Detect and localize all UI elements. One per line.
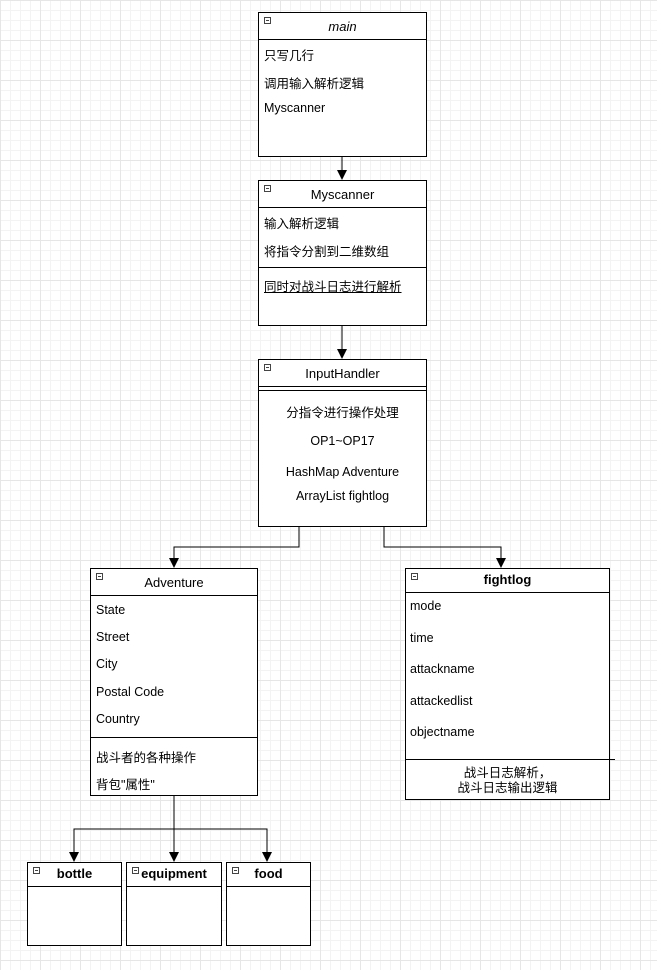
collapse-icon[interactable] xyxy=(264,185,271,192)
attribute-item: City xyxy=(96,657,118,671)
class-box-food[interactable]: food xyxy=(226,862,311,946)
collapse-icon[interactable] xyxy=(411,573,418,580)
header-divider xyxy=(91,595,257,596)
method-item: 战斗日志输出逻辑 xyxy=(457,781,558,795)
method-item: 同时对战斗日志进行解析 xyxy=(264,280,402,294)
header-divider xyxy=(127,886,221,887)
class-title-inputhandler: InputHandler xyxy=(305,366,380,381)
class-title-food: food xyxy=(254,866,283,881)
attribute-item: 只写几行 xyxy=(264,49,315,63)
method-item: 背包"属性" xyxy=(96,778,155,792)
attribute-item: 分指令进行操作处理 xyxy=(286,406,399,420)
section-divider xyxy=(259,267,426,268)
attribute-item: time xyxy=(410,631,434,645)
class-box-adventure[interactable]: Adventure State Street City Postal Code … xyxy=(90,568,258,796)
class-title-bottle: bottle xyxy=(56,866,93,881)
class-box-myscanner[interactable]: Myscanner 输入解析逻辑 将指令分割到二维数组 同时对战斗日志进行解析 xyxy=(258,180,427,326)
edge-inputhandler-to-fightlog xyxy=(383,526,506,568)
attribute-item: 输入解析逻辑 xyxy=(264,217,340,231)
header-divider xyxy=(406,592,609,593)
section-divider xyxy=(406,759,615,760)
collapse-icon[interactable] xyxy=(96,573,103,580)
class-title-equipment: equipment xyxy=(141,866,207,881)
header-divider xyxy=(259,386,426,387)
collapse-icon[interactable] xyxy=(232,867,239,874)
edge-adventure-to-food xyxy=(174,828,272,862)
class-title-main: main xyxy=(328,19,357,34)
attribute-item: 将指令分割到二维数组 xyxy=(264,245,390,259)
attribute-item: HashMap Adventure xyxy=(285,465,400,479)
header-divider xyxy=(259,207,426,208)
collapse-icon[interactable] xyxy=(264,364,271,371)
edge-adventure-to-bottle xyxy=(69,795,175,862)
collapse-icon[interactable] xyxy=(33,867,40,874)
header-divider xyxy=(259,39,426,40)
collapse-icon[interactable] xyxy=(264,17,271,24)
attribute-item: OP1~OP17 xyxy=(310,434,375,448)
attribute-item: ArrayList fightlog xyxy=(295,489,390,503)
class-box-inputhandler[interactable]: InputHandler 分指令进行操作处理 OP1~OP17 HashMap … xyxy=(258,359,427,527)
attribute-item: State xyxy=(96,603,126,617)
attribute-item: Street xyxy=(96,630,130,644)
header-divider-double xyxy=(259,390,426,391)
class-title-myscanner: Myscanner xyxy=(310,187,375,202)
edge-inputhandler-to-adventure xyxy=(169,526,300,568)
method-item: 战斗日志解析， xyxy=(463,766,552,780)
section-divider xyxy=(91,737,257,738)
class-box-main[interactable]: main 只写几行 调用输入解析逻辑 Myscanner xyxy=(258,12,427,157)
attribute-item: Myscanner xyxy=(264,101,326,115)
class-box-bottle[interactable]: bottle xyxy=(27,862,122,946)
class-box-equipment[interactable]: equipment xyxy=(126,862,222,946)
attribute-item: attackname xyxy=(410,662,475,676)
header-divider xyxy=(227,886,310,887)
attribute-item: Country xyxy=(96,712,140,726)
collapse-icon[interactable] xyxy=(132,867,139,874)
method-item: 战斗者的各种操作 xyxy=(96,751,197,765)
header-divider xyxy=(28,886,121,887)
attribute-item: mode xyxy=(410,599,442,613)
class-title-adventure: Adventure xyxy=(144,575,204,590)
attribute-item: Postal Code xyxy=(96,685,165,699)
attribute-item: 调用输入解析逻辑 xyxy=(264,77,365,91)
attribute-item: objectname xyxy=(410,725,475,739)
class-title-fightlog: fightlog xyxy=(483,572,532,587)
class-box-fightlog[interactable]: fightlog mode time attackname attackedli… xyxy=(405,568,615,800)
attribute-item: attackedlist xyxy=(410,694,473,708)
